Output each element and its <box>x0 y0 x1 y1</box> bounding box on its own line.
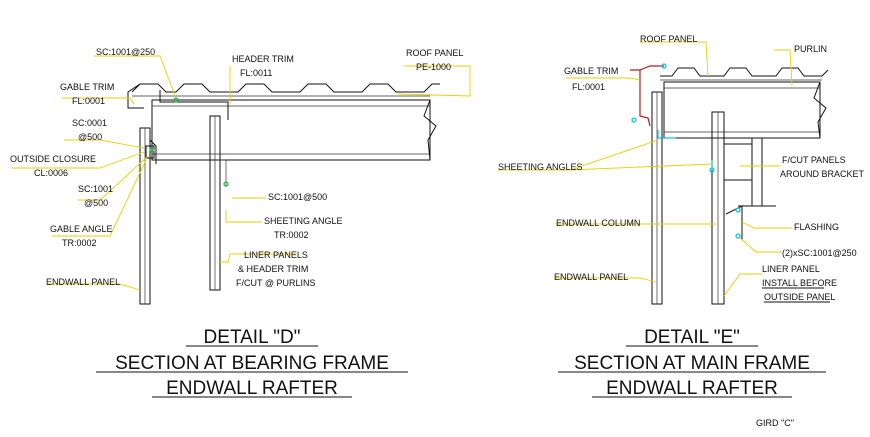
detail-d-leaders <box>12 55 471 291</box>
detail-e-labels: ROOF PANEL PURLIN GABLE TRIM FL:0001 SHE… <box>498 34 865 303</box>
label-gable-trim: GABLE TRIM <box>60 82 114 92</box>
label-e-fcut-panels: F/CUT PANELS <box>782 155 846 165</box>
detail-d-title-line-3: ENDWALL RAFTER <box>166 378 338 399</box>
detail-e-gable-trim <box>630 69 651 127</box>
label-sc-1001: SC:1001 <box>78 184 113 194</box>
detail-e-flashing <box>725 205 743 240</box>
label-e-outside-panel: OUTSIDE PANEL <box>764 292 835 302</box>
label-outside-closure-code: CL:0006 <box>34 168 68 178</box>
detail-d-fastener-2 <box>149 147 155 153</box>
detail-e-leaders <box>498 41 793 297</box>
detail-d-title-line-1: DETAIL "D" <box>204 327 301 348</box>
detail-e-drawing <box>498 41 829 305</box>
detail-d-fastener-3 <box>223 181 229 187</box>
detail-e-fastener-3 <box>735 207 741 213</box>
detail-e-title: DETAIL "E" SECTION AT MAIN FRAME ENDWALL… <box>558 327 826 428</box>
label-e-install-before: INSTALL BEFORE <box>762 278 837 288</box>
label-gable-angle-code: TR:0002 <box>62 238 97 248</box>
detail-e-roof-panel <box>660 67 829 77</box>
detail-d-labels: SC:1001@250 HEADER TRIM FL:0011 ROOF PAN… <box>10 47 463 288</box>
label-sc-0001: SC:0001 <box>72 118 107 128</box>
detail-d-rafter <box>151 99 431 161</box>
label-gable-trim-code: FL:0001 <box>72 96 105 106</box>
detail-e-break-line <box>813 81 827 139</box>
label-sc-1001-spacing: @500 <box>84 198 108 208</box>
detail-d-header-trim <box>159 90 229 120</box>
label-roof-panel-code: PE-1000 <box>416 62 451 72</box>
label-roof-panel: ROOF PANEL <box>406 48 463 58</box>
label-e-roof-panel: ROOF PANEL <box>640 34 697 44</box>
detail-d-roof-panel <box>131 83 440 93</box>
detail-e-purlin <box>663 81 821 139</box>
label-e-sheeting-angles: SHEETING ANGLES <box>498 162 583 172</box>
label-sc-1001-250: SC:1001@250 <box>96 47 155 57</box>
label-e-purlin: PURLIN <box>794 44 827 54</box>
detail-d-title-line-2: SECTION AT BEARING FRAME <box>115 353 389 374</box>
label-liner-header: & HEADER TRIM <box>238 264 308 274</box>
label-e-sc-2x-1001-250: (2)xSC:1001@250 <box>782 248 857 258</box>
label-sheeting-angle: SHEETING ANGLE <box>264 216 343 226</box>
label-endwall-panel: ENDWALL PANEL <box>46 277 120 287</box>
label-e-endwall-panel: ENDWALL PANEL <box>554 272 628 282</box>
detail-d-outside-closure <box>145 145 155 159</box>
label-e-endwall-column: ENDWALL COLUMN <box>556 218 640 228</box>
label-e-flashing: FLASHING <box>794 222 839 232</box>
detail-e-fastener-5 <box>709 167 715 173</box>
label-gable-angle: GABLE ANGLE <box>50 224 113 234</box>
label-sheeting-angle-code: TR:0002 <box>274 230 309 240</box>
detail-e-fastener-4 <box>735 233 741 239</box>
detail-d-title: DETAIL "D" SECTION AT BEARING FRAME ENDW… <box>96 327 408 399</box>
label-liner-fcut: F/CUT @ PURLINS <box>236 278 315 288</box>
label-sc-0001-spacing: @500 <box>78 132 102 142</box>
detail-e-sheeting-angle <box>657 130 676 139</box>
label-sc-1001-500: SC:1001@500 <box>268 192 327 202</box>
label-e-gable-trim: GABLE TRIM <box>564 66 618 76</box>
label-header-trim-code: FL:0011 <box>240 68 272 78</box>
detail-e-fastener-1 <box>661 63 667 69</box>
detail-e-title-line-3: ENDWALL RAFTER <box>606 378 778 399</box>
detail-e-title-line-1: DETAIL "E" <box>644 327 740 348</box>
detail-d-break-line <box>423 99 437 161</box>
label-header-trim: HEADER TRIM <box>232 54 294 64</box>
grid-reference: GIRD "C" <box>756 418 794 428</box>
detail-d-gable-trim <box>127 83 144 109</box>
detail-d-drawing <box>12 55 471 305</box>
detail-e-title-line-2: SECTION AT MAIN FRAME <box>574 353 810 374</box>
detail-e-fastener-2 <box>631 117 637 123</box>
label-outside-closure: OUTSIDE CLOSURE <box>10 154 96 164</box>
label-e-around-bracket: AROUND BRACKET <box>780 169 865 179</box>
label-liner-panels: LINER PANELS <box>244 250 308 260</box>
detail-e-bracket <box>751 137 763 207</box>
label-e-liner-panel: LINER PANEL <box>762 264 820 274</box>
label-e-gable-trim-code: FL:0001 <box>572 82 605 92</box>
